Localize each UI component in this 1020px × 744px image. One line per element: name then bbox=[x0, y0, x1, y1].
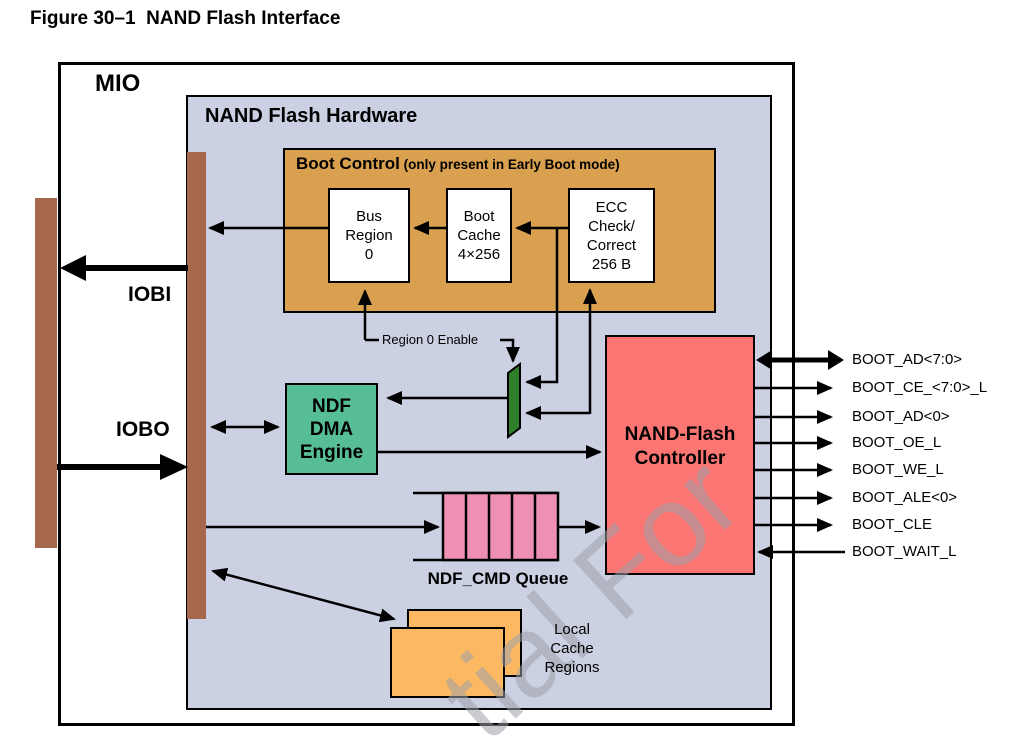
boot-control-title-sub: (only present in Early Boot mode) bbox=[399, 157, 620, 172]
signal-label-boot-we: BOOT_WE_L bbox=[852, 461, 944, 478]
boot-control-title: Boot Control (only present in Early Boot… bbox=[296, 154, 620, 174]
nand-flash-controller-block: NAND-Flash Controller bbox=[605, 335, 755, 575]
signal-label-boot-ale: BOOT_ALE<0> bbox=[852, 489, 958, 506]
local-cache-regions-label: Local Cache Regions bbox=[544, 621, 600, 676]
nand-flash-controller-label: NAND-Flash Controller bbox=[624, 424, 736, 469]
signal-label-boot-ad-7-0: BOOT_AD<7:0> bbox=[852, 351, 963, 368]
boot-cache-block: Boot Cache 4×256 bbox=[446, 188, 512, 283]
figure-title: Figure 30–1 NAND Flash Interface bbox=[30, 8, 341, 29]
iobi-label: IOBI bbox=[128, 283, 172, 306]
iobo-label: IOBO bbox=[116, 418, 170, 441]
region0-enable-label: Region 0 Enable bbox=[382, 332, 479, 347]
ndf-dma-engine-block: NDF DMA Engine bbox=[285, 383, 378, 475]
bus-region-0-label: Bus Region 0 bbox=[345, 208, 393, 263]
ndf-dma-engine-label: NDF DMA Engine bbox=[299, 395, 364, 463]
signal-label-boot-cle: BOOT_CLE bbox=[852, 516, 933, 533]
io-bus-bar-inner bbox=[187, 152, 206, 619]
signal-label-boot-ad-0: BOOT_AD<0> bbox=[852, 408, 950, 425]
mio-label: MIO bbox=[95, 70, 141, 97]
boot-control-title-main: Boot Control bbox=[296, 154, 400, 173]
boot-cache-label: Boot Cache 4×256 bbox=[457, 208, 501, 263]
local-cache-region-front bbox=[390, 627, 505, 698]
ecc-check-correct-block: ECC Check/ Correct 256 B bbox=[568, 188, 655, 283]
nand-flash-hardware-label: NAND Flash Hardware bbox=[205, 105, 418, 127]
io-bus-bar-outer bbox=[35, 198, 57, 548]
signal-label-boot-wait: BOOT_WAIT_L bbox=[852, 543, 957, 560]
ndf-cmd-queue-label: NDF_CMD Queue bbox=[427, 569, 569, 588]
signal-label-boot-oe: BOOT_OE_L bbox=[852, 434, 942, 451]
ecc-label: ECC Check/ Correct 256 B bbox=[586, 198, 637, 273]
bus-region-0-block: Bus Region 0 bbox=[328, 188, 410, 283]
signal-label-boot-ce: BOOT_CE_<7:0>_L bbox=[852, 379, 988, 396]
